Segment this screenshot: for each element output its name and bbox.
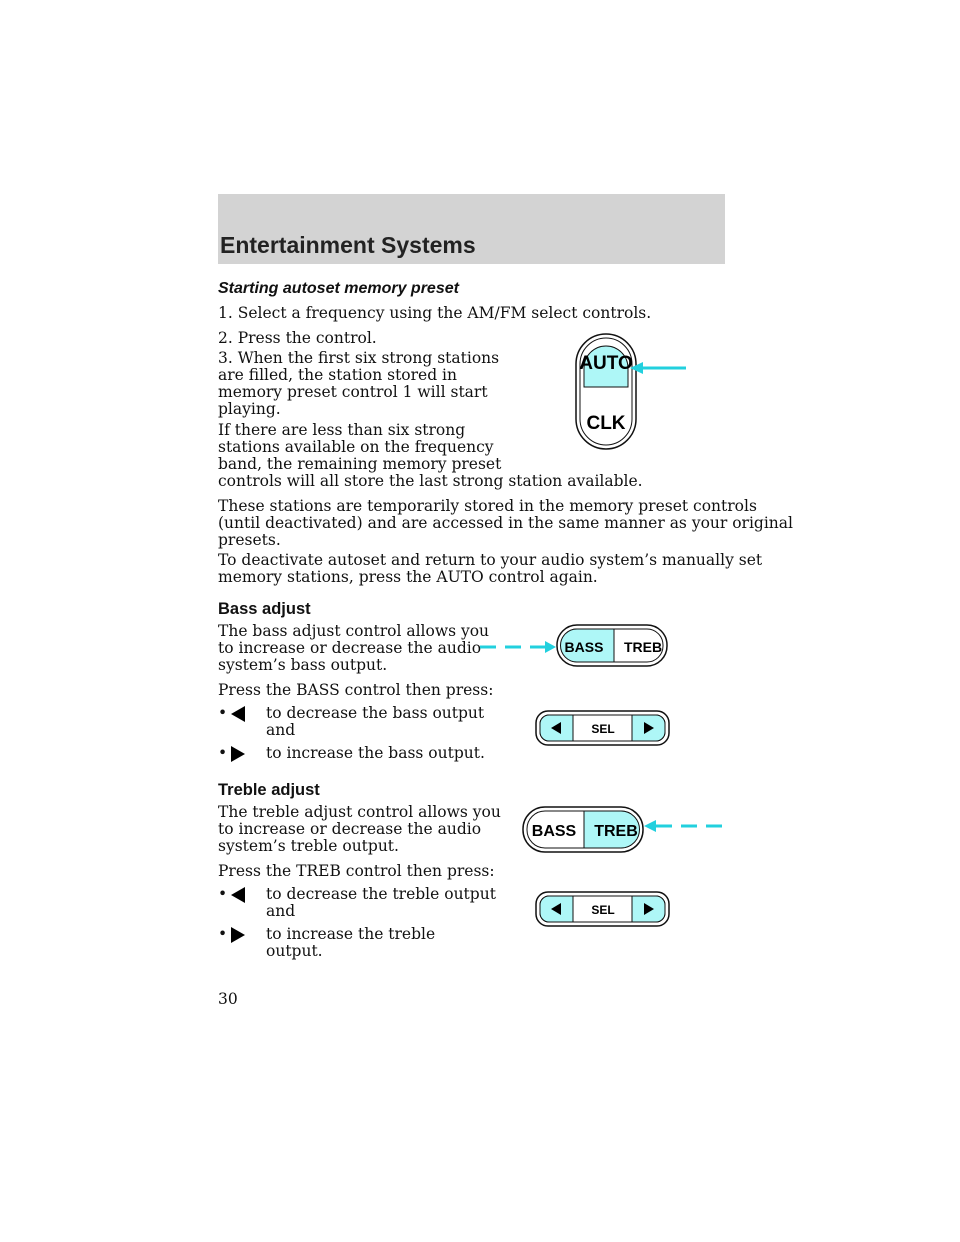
auto-button-label: AUTO xyxy=(579,353,632,374)
autoset-heading: Starting autoset memory preset xyxy=(218,280,459,297)
left-arrow-icon xyxy=(231,706,245,722)
pointer-arrow-head xyxy=(630,362,643,374)
treble-description: The treble adjust control allows you to … xyxy=(218,803,501,855)
right-arrow-icon xyxy=(644,722,654,734)
autoset-step-3: 3. When the first six strong stations ar… xyxy=(218,349,500,418)
bass-button-highlight xyxy=(560,628,615,663)
bass-description: The bass adjust control allows you to in… xyxy=(218,622,490,674)
auto-button-highlight xyxy=(583,345,629,388)
autoset-temporary-para: These stations are temporarily stored in… xyxy=(218,497,793,549)
autoset-less-stations-para-end: controls will all store the last strong … xyxy=(218,472,643,490)
sel-label: SEL xyxy=(591,722,614,736)
treble-increase-text: to increase the treble output. xyxy=(266,925,436,960)
page-number: 30 xyxy=(218,990,238,1008)
section-header-band xyxy=(218,194,725,264)
treble-heading: Treble adjust xyxy=(218,781,320,799)
treb-button-label: TREB xyxy=(624,639,662,655)
pointer-arrow-head xyxy=(644,820,656,832)
right-arrow-icon xyxy=(644,903,654,915)
auto-clk-control-figure: AUTO CLK xyxy=(575,333,686,450)
autoset-less-stations-para: If there are less than six strong statio… xyxy=(218,421,502,473)
bass-decrease-text: to decrease the bass output and xyxy=(266,704,485,739)
bass-treb-control-figure-treb: BASS TREB xyxy=(522,806,724,853)
treble-decrease-text: to decrease the treble output and xyxy=(266,885,496,920)
bullet-dot: • xyxy=(218,704,228,722)
left-arrow-icon xyxy=(231,887,245,903)
clk-button-label: CLK xyxy=(586,413,625,434)
sel-control-figure-treble: SEL xyxy=(535,891,670,927)
autoset-step-2: 2. Press the control. xyxy=(218,329,377,347)
section-title: Entertainment Systems xyxy=(220,232,476,258)
right-arrow-icon xyxy=(231,927,245,943)
bass-increase-text: to increase the bass output. xyxy=(266,744,485,762)
left-arrow-icon xyxy=(551,903,561,915)
bass-button-label: BASS xyxy=(565,639,604,655)
autoset-deactivate-para: To deactivate autoset and return to your… xyxy=(218,551,763,586)
sel-label: SEL xyxy=(591,903,614,917)
bullet-dot: • xyxy=(218,925,228,943)
bass-button-label: BASS xyxy=(532,823,577,840)
treble-press-instruction: Press the TREB control then press: xyxy=(218,862,495,880)
treb-button-highlight xyxy=(583,810,640,849)
right-arrow-icon xyxy=(231,746,245,762)
bullet-dot: • xyxy=(218,885,228,903)
treb-button-label: TREB xyxy=(594,823,638,840)
sel-control-figure-bass: SEL xyxy=(535,710,670,746)
bass-treb-control-figure-bass: BASS TREB xyxy=(480,624,668,667)
autoset-step-1: 1. Select a frequency using the AM/FM se… xyxy=(218,304,652,322)
bass-press-instruction: Press the BASS control then press: xyxy=(218,681,494,699)
bullet-dot: • xyxy=(218,744,228,762)
left-arrow-icon xyxy=(551,722,561,734)
bass-heading: Bass adjust xyxy=(218,600,311,618)
pointer-arrow-head xyxy=(545,641,556,653)
